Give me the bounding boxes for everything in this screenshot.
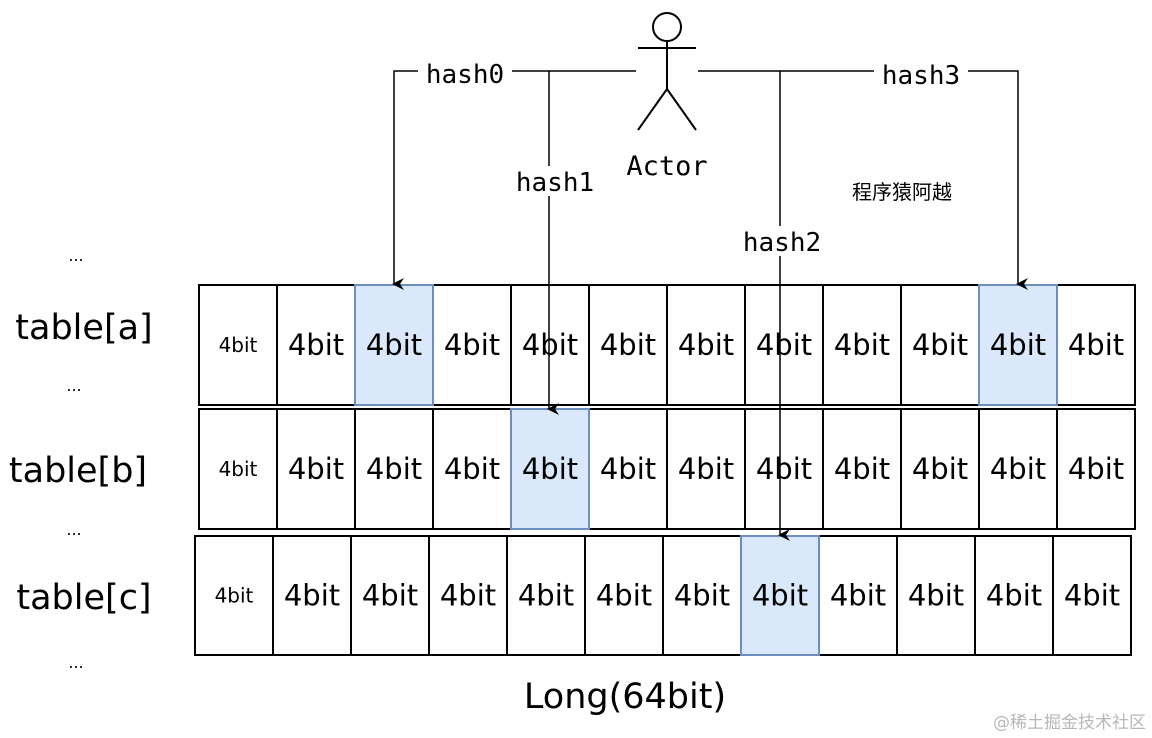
table-b-cell-3: 4bit xyxy=(432,408,512,530)
actor-label: Actor xyxy=(626,151,707,182)
cell-label: 4bit xyxy=(366,328,422,362)
table-c-cell-3: 4bit xyxy=(428,535,508,656)
table-b-cell-2: 4bit xyxy=(354,408,434,530)
cell-label: 4bit xyxy=(756,452,812,486)
cell-label: 4bit xyxy=(362,579,418,613)
actor-left-leg xyxy=(637,88,668,131)
cell-label: 4bit xyxy=(986,579,1042,613)
cell-label: 4bit xyxy=(444,452,500,486)
table-b-cell-8: 4bit xyxy=(822,408,902,530)
cell-label: 4bit xyxy=(830,579,886,613)
table-a-cell-3: 4bit xyxy=(432,284,512,406)
cell-label: 4bit xyxy=(752,579,808,613)
cell-label: 4bit xyxy=(522,328,578,362)
cell-label: 4bit xyxy=(518,579,574,613)
cell-label: 4bit xyxy=(219,457,258,481)
hash-connectors xyxy=(392,70,1028,541)
ellipsis-b-c: ... xyxy=(66,520,81,539)
table-b-cell-6: 4bit xyxy=(666,408,746,530)
table-b-cell-10: 4bit xyxy=(978,408,1058,530)
cell-label: 4bit xyxy=(596,579,652,613)
table-c-cell-9: 4bit xyxy=(896,535,976,656)
table-a-cell-5: 4bit xyxy=(588,284,668,406)
table-a-row: 4bit 4bit 4bit 4bit 4bit 4bit 4bit 4bit 4bit 4bit… xyxy=(198,284,1136,406)
cell-label: 4bit xyxy=(215,584,254,608)
cell-label: 4bit xyxy=(444,328,500,362)
table-a-cell-11: 4bit xyxy=(1056,284,1136,406)
table-c-cell-1: 4bit xyxy=(272,535,352,656)
table-a-cell-10: 4bit xyxy=(978,284,1058,406)
cell-label: 4bit xyxy=(600,452,656,486)
table-b-label: table[b] xyxy=(9,451,147,491)
table-a-cell-4: 4bit xyxy=(510,284,590,406)
table-b-cell-0: 4bit xyxy=(198,408,278,530)
cell-label: 4bit xyxy=(678,452,734,486)
hash1-label: hash1 xyxy=(516,168,594,198)
hash3-label: hash3 xyxy=(882,61,960,91)
cell-label: 4bit xyxy=(678,328,734,362)
tables-group: 4bit 4bit 4bit 4bit 4bit 4bit 4bit 4bit 4bit 4bit… xyxy=(194,284,1136,656)
ellipsis-top: ... xyxy=(68,246,83,265)
table-a-cell-8: 4bit xyxy=(822,284,902,406)
table-c-row: 4bit 4bit 4bit 4bit 4bit 4bit 4bit 4bit 4bit 4bit… xyxy=(194,535,1132,656)
cell-label: 4bit xyxy=(912,452,968,486)
table-a-cell-7: 4bit xyxy=(744,284,824,406)
hash0-connector xyxy=(392,70,636,290)
watermark: @稀土掘金技术社区 xyxy=(993,713,1146,733)
cell-label: 4bit xyxy=(990,452,1046,486)
cell-label: 4bit xyxy=(1068,328,1124,362)
table-b-cell-1: 4bit xyxy=(276,408,356,530)
table-a-cell-6: 4bit xyxy=(666,284,746,406)
table-a-cell-2: 4bit xyxy=(354,284,434,406)
table-c-cell-0: 4bit xyxy=(194,535,274,656)
hash0-label: hash0 xyxy=(426,60,504,90)
table-b-row: 4bit 4bit 4bit 4bit 4bit 4bit 4bit 4bit 4bit 4bit… xyxy=(198,408,1136,530)
cell-label: 4bit xyxy=(366,452,422,486)
table-c-cell-5: 4bit xyxy=(584,535,664,656)
cell-label: 4bit xyxy=(912,328,968,362)
cell-label: 4bit xyxy=(756,328,812,362)
cell-label: 4bit xyxy=(288,328,344,362)
caption-long-64bit: Long(64bit) xyxy=(524,677,726,717)
cell-label: 4bit xyxy=(284,579,340,613)
table-b-cell-4: 4bit xyxy=(510,408,590,530)
cell-label: 4bit xyxy=(834,328,890,362)
table-b-cell-11: 4bit xyxy=(1056,408,1136,530)
cell-label: 4bit xyxy=(522,452,578,486)
cell-label: 4bit xyxy=(600,328,656,362)
table-b-cell-7: 4bit xyxy=(744,408,824,530)
cell-label: 4bit xyxy=(908,579,964,613)
table-c-cell-8: 4bit xyxy=(818,535,898,656)
ellipsis-bottom: ... xyxy=(68,653,83,672)
cell-label: 4bit xyxy=(288,452,344,486)
actor-figure xyxy=(637,12,697,131)
table-b-cell-9: 4bit xyxy=(900,408,980,530)
actor-head xyxy=(652,12,682,42)
cell-label: 4bit xyxy=(1064,579,1120,613)
table-c-label: table[c] xyxy=(16,578,151,618)
table-c-cell-6: 4bit xyxy=(662,535,742,656)
ellipsis-a-b: ... xyxy=(66,376,81,395)
table-a-cell-9: 4bit xyxy=(900,284,980,406)
cell-label: 4bit xyxy=(834,452,890,486)
cell-label: 4bit xyxy=(440,579,496,613)
table-c-cell-2: 4bit xyxy=(350,535,430,656)
hash2-label: hash2 xyxy=(743,228,821,258)
cell-label: 4bit xyxy=(674,579,730,613)
actor-right-leg xyxy=(666,88,697,131)
table-c-cell-4: 4bit xyxy=(506,535,586,656)
table-a-cell-1: 4bit xyxy=(276,284,356,406)
cell-label: 4bit xyxy=(219,333,258,357)
cell-label: 4bit xyxy=(990,328,1046,362)
author-note: 程序猿阿越 xyxy=(852,180,952,204)
cell-label: 4bit xyxy=(1068,452,1124,486)
table-c-cell-7: 4bit xyxy=(740,535,820,656)
table-b-cell-5: 4bit xyxy=(588,408,668,530)
hash3-connector xyxy=(698,70,1028,290)
table-c-cell-11: 4bit xyxy=(1052,535,1132,656)
table-c-cell-10: 4bit xyxy=(974,535,1054,656)
table-a-label: table[a] xyxy=(15,308,152,348)
table-a-cell-0: 4bit xyxy=(198,284,278,406)
